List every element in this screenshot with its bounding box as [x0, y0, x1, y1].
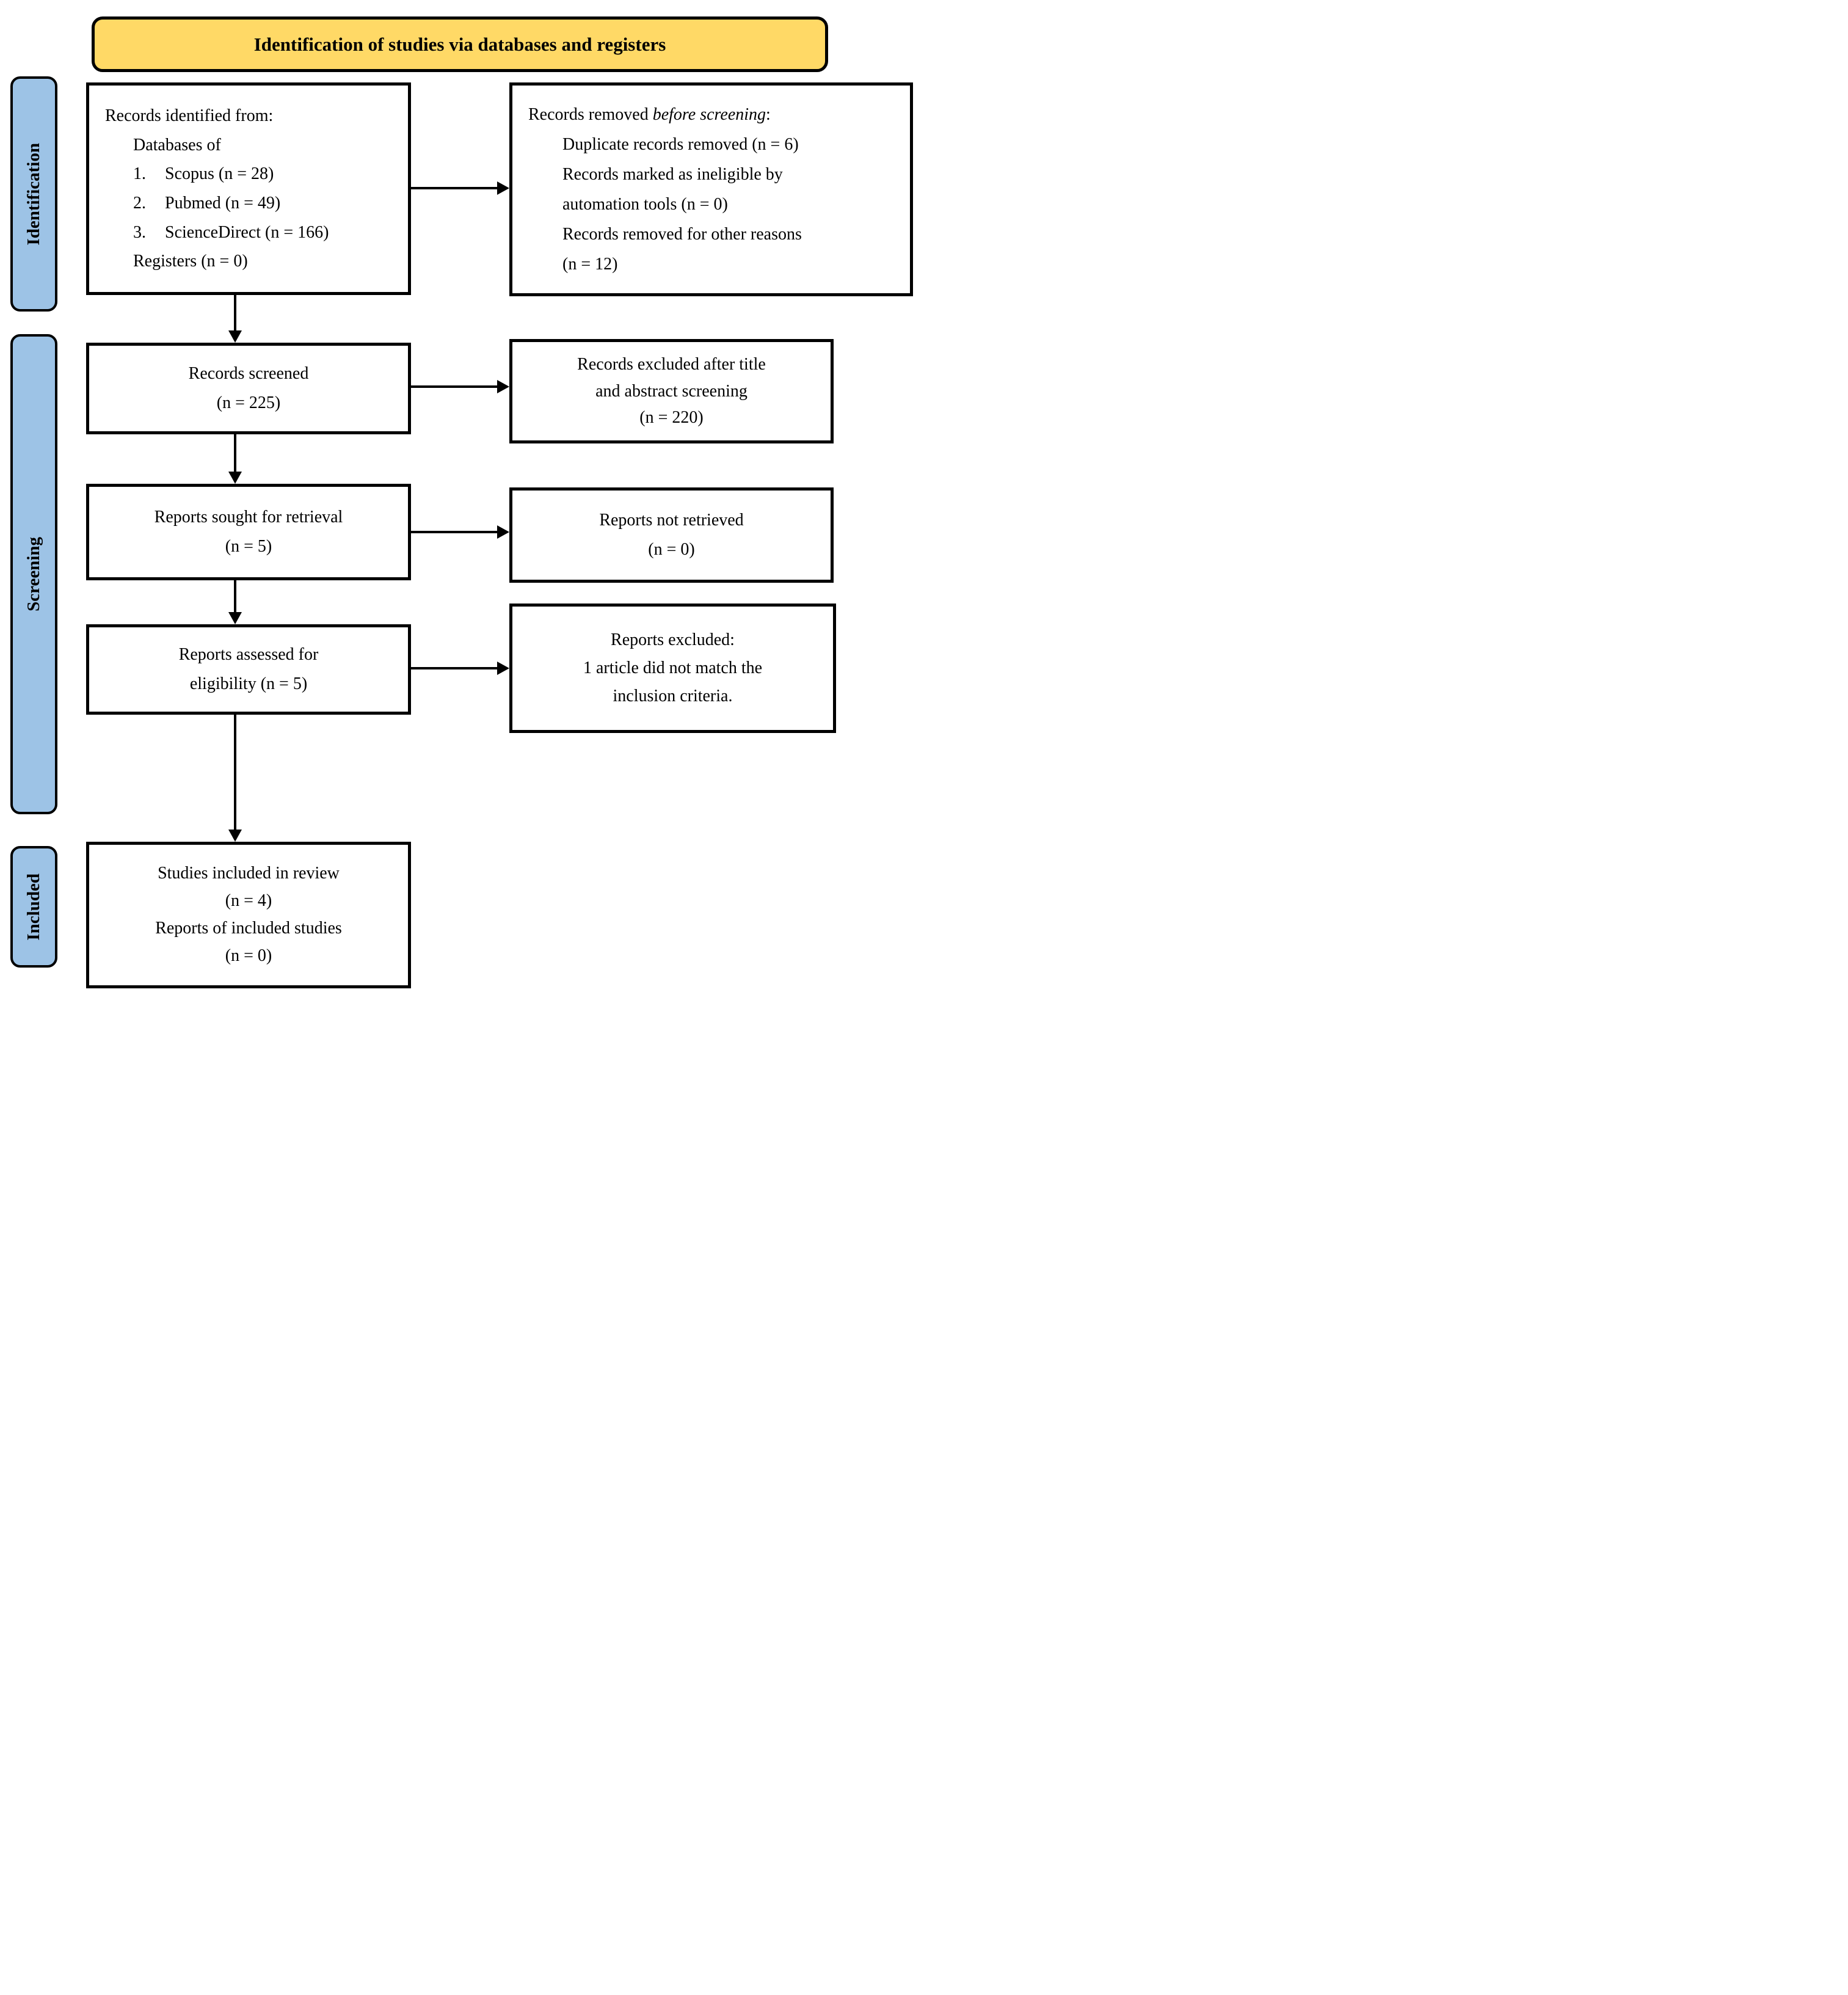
database-item-text: Scopus (n = 28)	[165, 164, 274, 184]
reports-sought-line1: Reports sought for retrieval	[154, 508, 343, 527]
stage-label-screening: Screening	[10, 334, 57, 814]
arrow-screened-to-excluded-head	[497, 380, 509, 393]
records-excluded-line2: and abstract screening	[595, 381, 748, 401]
studies-included-box: Studies included in review (n = 4) Repor…	[86, 842, 411, 988]
arrow-assessed-to-included-shaft	[234, 715, 236, 830]
records-excluded-box: Records excluded after title and abstrac…	[509, 339, 834, 443]
records-removed-heading: Records removed before screening:	[528, 100, 900, 129]
arrow-identified-to-screened-shaft	[234, 295, 236, 330]
database-item-number: 2.	[133, 194, 146, 213]
diagram-title: Identification of studies via databases …	[253, 33, 666, 55]
records-screened-box: Records screened (n = 225)	[86, 343, 411, 434]
stage-label-identification-text: Identification	[24, 142, 43, 246]
records-removed-heading-prefix: Records removed	[528, 105, 653, 124]
arrow-screened-to-sought-head	[228, 472, 242, 484]
reports-excluded-reason-line2: inclusion criteria.	[613, 687, 733, 706]
databases-of-label: Databases of	[133, 135, 221, 155]
reports-excluded-reason-line1: 1 article did not match the	[583, 658, 763, 677]
stage-label-included: Included	[10, 846, 57, 968]
records-removed-heading-italic: before screening	[652, 105, 766, 124]
database-item: 1. Scopus (n = 28)	[133, 159, 398, 189]
studies-included-count: (n = 4)	[225, 891, 272, 911]
records-excluded-line1: Records excluded after title	[577, 355, 766, 374]
removed-reason-line: (n = 12)	[562, 255, 618, 274]
records-removed-box: Records removed before screening: Duplic…	[509, 82, 913, 296]
database-item: 3. ScienceDirect (n = 166)	[133, 218, 398, 247]
database-item-number: 1.	[133, 164, 146, 184]
reports-assessed-line2: eligibility (n = 5)	[189, 674, 308, 693]
database-item-text: ScienceDirect (n = 166)	[165, 222, 329, 242]
arrow-identified-to-screened-head	[228, 330, 242, 343]
removed-reason-line: Records marked as ineligible by	[562, 165, 783, 184]
stage-label-identification: Identification	[10, 76, 57, 312]
arrow-assessed-to-excluded-shaft	[411, 667, 497, 669]
arrow-sought-to-assessed-head	[228, 612, 242, 624]
registers-label: Registers (n = 0)	[133, 252, 248, 271]
records-excluded-count: (n = 220)	[639, 408, 704, 428]
records-screened-line1: Records screened	[188, 364, 309, 384]
records-removed-heading-suffix: :	[766, 105, 771, 124]
reports-included-count: (n = 0)	[225, 946, 272, 965]
reports-not-retrieved-count: (n = 0)	[648, 540, 695, 559]
reports-included-line: Reports of included studies	[155, 919, 342, 938]
arrow-sought-to-not-retrieved-shaft	[411, 531, 497, 533]
arrow-identified-to-removed-shaft	[411, 187, 497, 189]
database-item-number: 3.	[133, 222, 146, 242]
title-banner: Identification of studies via databases …	[92, 16, 828, 72]
reports-excluded-box: Reports excluded: 1 article did not matc…	[509, 604, 836, 733]
arrow-sought-to-assessed-shaft	[234, 580, 236, 612]
stage-label-included-text: Included	[24, 873, 43, 941]
removed-reason-line: Duplicate records removed (n = 6)	[562, 135, 799, 154]
records-screened-count: (n = 225)	[216, 393, 281, 412]
removed-reason-line: automation tools (n = 0)	[562, 195, 728, 214]
arrow-identified-to-removed-head	[497, 181, 509, 195]
database-item-text: Pubmed (n = 49)	[165, 194, 281, 213]
arrow-sought-to-not-retrieved-head	[497, 525, 509, 539]
reports-excluded-heading: Reports excluded:	[611, 630, 735, 649]
reports-sought-box: Reports sought for retrieval (n = 5)	[86, 484, 411, 580]
stage-label-screening-text: Screening	[24, 537, 43, 611]
reports-assessed-line1: Reports assessed for	[178, 645, 319, 665]
removed-reason-line: Records removed for other reasons	[562, 225, 802, 244]
database-item: 2. Pubmed (n = 49)	[133, 189, 398, 218]
prisma-flow-diagram: Identification of studies via databases …	[0, 0, 924, 998]
reports-not-retrieved-line1: Reports not retrieved	[599, 511, 744, 530]
arrow-assessed-to-excluded-head	[497, 662, 509, 675]
records-identified-heading: Records identified from:	[105, 106, 274, 126]
records-identified-box: Records identified from: Databases of 1.…	[86, 82, 411, 295]
reports-sought-count: (n = 5)	[225, 537, 272, 556]
reports-not-retrieved-box: Reports not retrieved (n = 0)	[509, 487, 834, 583]
arrow-assessed-to-included-head	[228, 830, 242, 842]
reports-assessed-box: Reports assessed for eligibility (n = 5)	[86, 624, 411, 715]
arrow-screened-to-sought-shaft	[234, 434, 236, 472]
arrow-screened-to-excluded-shaft	[411, 385, 497, 388]
studies-included-line1: Studies included in review	[158, 864, 340, 883]
